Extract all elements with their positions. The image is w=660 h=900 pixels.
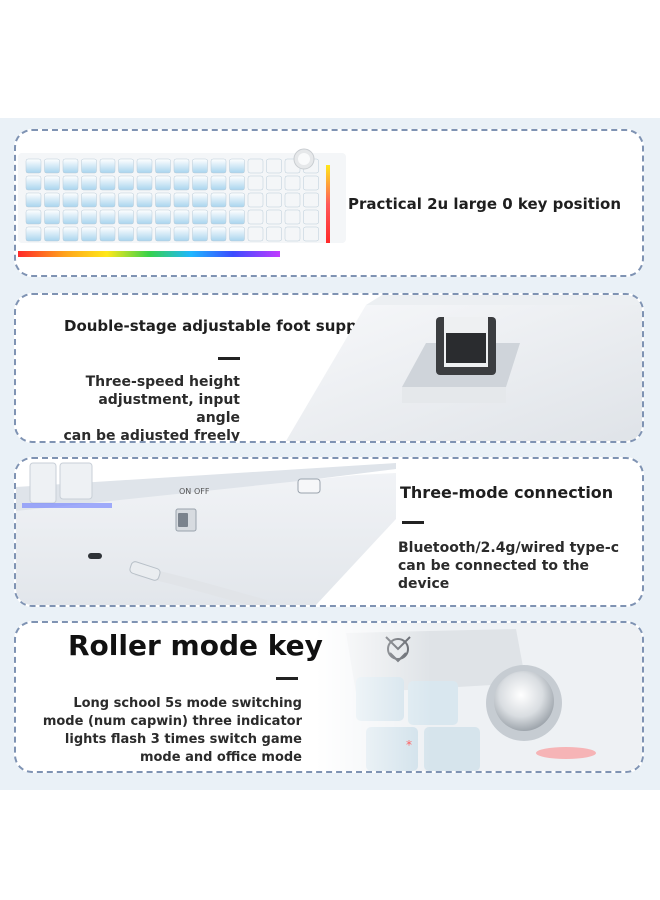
keycap (99, 158, 116, 174)
divider-dash (218, 357, 240, 360)
keycap (136, 158, 153, 174)
keycap (118, 209, 134, 225)
keycap (173, 209, 190, 225)
keycap (266, 209, 282, 225)
heading-foot-support: Double-stage adjustable foot support (64, 317, 382, 335)
keycap (99, 209, 116, 225)
foot-support-image (286, 295, 642, 441)
keycap (210, 226, 227, 242)
keycap (173, 192, 190, 208)
roller-knob-image: * (316, 623, 642, 771)
keycap (62, 175, 79, 191)
keycap (210, 175, 227, 191)
keycap (62, 158, 79, 174)
keycap (284, 192, 301, 208)
keycap (192, 158, 208, 174)
keycap (247, 175, 264, 191)
keycap (210, 192, 227, 208)
body-foot-support: Three-speed height adjustment, input ang… (63, 374, 240, 443)
keycap (247, 192, 264, 208)
keycap (25, 226, 42, 242)
keycap (25, 175, 42, 191)
keycap (192, 192, 208, 208)
keycap (229, 192, 245, 208)
keycap (44, 175, 60, 191)
keycap (229, 158, 245, 174)
keycap (25, 209, 42, 225)
keycap (99, 192, 116, 208)
keycap (173, 158, 190, 174)
keycap (155, 226, 171, 242)
keycap (173, 175, 190, 191)
keycap (44, 226, 60, 242)
switch-label-off: OFF (194, 487, 210, 496)
keycap (118, 226, 134, 242)
keycap (303, 226, 319, 242)
keycap (247, 158, 264, 174)
keycap (118, 158, 134, 174)
keycap (303, 175, 319, 191)
divider-dash (276, 677, 298, 680)
keyboard-side-view-image (16, 459, 396, 605)
keycap (136, 209, 153, 225)
keycap (136, 226, 153, 242)
keycap (284, 226, 301, 242)
feature-panel-2u-key: Practical 2u large 0 key position (14, 129, 644, 277)
keycap (284, 175, 301, 191)
keycap (247, 226, 264, 242)
keycap (229, 209, 245, 225)
keycap (155, 192, 171, 208)
keycap (229, 175, 245, 191)
keycap (25, 192, 42, 208)
keycap (81, 226, 97, 242)
keycap (210, 158, 227, 174)
keycap (118, 175, 134, 191)
heading-roller-key: Roller mode key (68, 629, 323, 662)
body-three-mode: Bluetooth/2.4g/wired type-c can be conne… (398, 540, 620, 592)
keycap (266, 192, 282, 208)
keycap (81, 175, 97, 191)
keycap (44, 158, 60, 174)
keycap (192, 209, 208, 225)
keycap (44, 192, 60, 208)
keycap (62, 209, 79, 225)
keycap (155, 175, 171, 191)
keycap (155, 209, 171, 225)
caption-2u-key: Practical 2u large 0 key position (348, 195, 622, 213)
keyboard-top-view-image (18, 148, 346, 257)
keycap (303, 209, 319, 225)
keycap (136, 192, 153, 208)
keycap (266, 175, 282, 191)
keycap (173, 226, 190, 242)
keycap (81, 209, 97, 225)
keycap (210, 209, 227, 225)
feature-panel-three-mode: ON OFF Three-mode connection Bluetooth/2… (14, 457, 644, 607)
feature-panel-roller-key: * Roller mode key Long school 5s mode sw… (14, 621, 644, 773)
keycap (99, 226, 116, 242)
keycap (303, 192, 319, 208)
keycap (81, 192, 97, 208)
keycap (229, 226, 245, 242)
keycap (266, 226, 282, 242)
divider-dash (402, 521, 424, 524)
heading-three-mode: Three-mode connection (400, 483, 614, 502)
feature-panel-foot-support: Double-stage adjustable foot support Thr… (14, 293, 644, 443)
keycap (25, 158, 42, 174)
keycap (266, 158, 282, 174)
keycap (44, 209, 60, 225)
keycap (155, 158, 171, 174)
body-roller-key: Long school 5s mode switching mode (num … (42, 696, 302, 765)
keycap (136, 175, 153, 191)
keycap (62, 226, 79, 242)
keycap (284, 209, 301, 225)
keycap (247, 209, 264, 225)
keycap (118, 192, 134, 208)
keycap (192, 226, 208, 242)
switch-label-on: ON (179, 487, 192, 496)
keycap (99, 175, 116, 191)
keycap (62, 192, 79, 208)
keycap (81, 158, 97, 174)
keycap (192, 175, 208, 191)
